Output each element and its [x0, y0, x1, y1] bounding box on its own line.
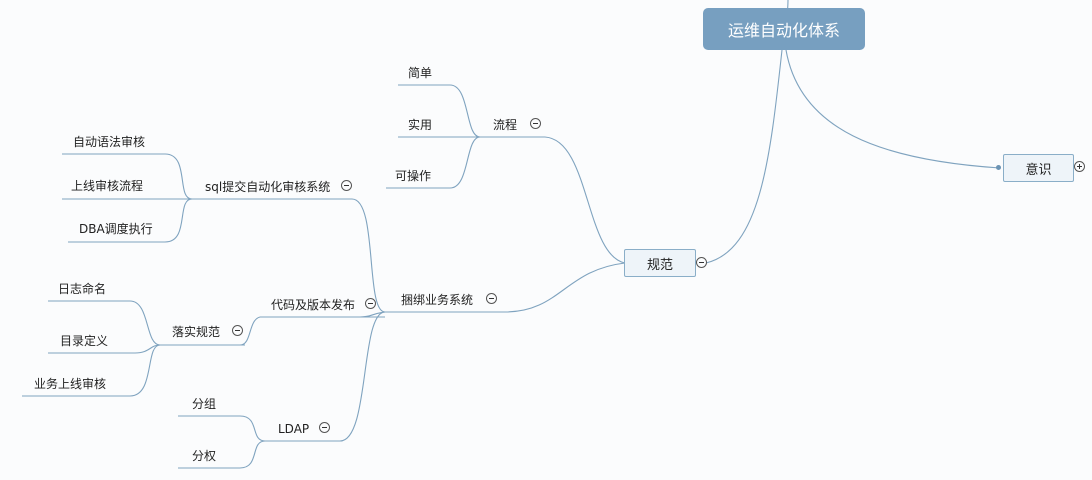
- connector-binding-sql: [351, 198, 386, 313]
- connector-standards-process: [544, 136, 626, 264]
- leaf-process-simple[interactable]: 简单: [408, 66, 433, 80]
- node-sql-audit[interactable]: sql提交自动化审核系统: [205, 180, 331, 194]
- connector-process-simple: [398, 84, 481, 138]
- leaf-ldap-auth[interactable]: 分权: [192, 449, 217, 463]
- node-standards-label: 规范: [646, 257, 673, 273]
- connector-standards-binding: [385, 262, 626, 313]
- leaf-implement-dir[interactable]: 目录定义: [60, 334, 109, 348]
- collapse-icon[interactable]: [486, 293, 497, 304]
- leaf-sql-syntax[interactable]: 自动语法审核: [73, 135, 146, 149]
- leaf-ldap-group[interactable]: 分组: [192, 397, 217, 411]
- node-ldap[interactable]: LDAP: [278, 422, 310, 436]
- connector-implement-launch: [22, 344, 161, 397]
- collapse-icon[interactable]: [696, 257, 707, 268]
- collapse-icon[interactable]: [530, 118, 541, 129]
- leaf-implement-launch[interactable]: 业务上线审核: [34, 377, 107, 391]
- collapse-icon[interactable]: [232, 325, 243, 336]
- node-standards[interactable]: 规范: [624, 249, 696, 277]
- leaf-sql-dba[interactable]: DBA调度执行: [79, 222, 153, 236]
- collapse-icon[interactable]: [365, 298, 376, 309]
- leaf-process-operable[interactable]: 可操作: [395, 169, 432, 183]
- collapse-icon[interactable]: [341, 180, 352, 191]
- connector-ldap-group: [178, 415, 266, 442]
- connector-root-awareness: [785, 49, 1001, 169]
- expand-icon[interactable]: [1074, 161, 1085, 172]
- connector-code-implement: [239, 316, 261, 346]
- leaf-process-practical[interactable]: 实用: [408, 118, 433, 132]
- connector-sql-syntax: [62, 153, 193, 200]
- connector-root-standards: [705, 49, 783, 264]
- root-label: 运维自动化体系: [727, 21, 840, 40]
- connector-implement-log: [48, 300, 161, 346]
- leaf-sql-process[interactable]: 上线审核流程: [71, 179, 144, 193]
- node-awareness-label: 意识: [1025, 162, 1052, 178]
- node-process[interactable]: 流程: [493, 118, 518, 132]
- connector-binding-ldap: [339, 311, 386, 442]
- connector-sql-dba: [68, 198, 193, 243]
- connector-endpoint-dot: [996, 165, 1001, 170]
- connector-ldap-auth: [178, 440, 266, 469]
- collapse-icon[interactable]: [319, 422, 330, 433]
- root-node[interactable]: 运维自动化体系: [703, 8, 865, 50]
- node-binding[interactable]: 捆绑业务系统: [401, 293, 474, 307]
- node-implement[interactable]: 落实规范: [172, 325, 221, 339]
- connector-process-operable: [386, 136, 481, 189]
- node-awareness[interactable]: 意识: [1003, 154, 1074, 182]
- node-code-release[interactable]: 代码及版本发布: [271, 298, 356, 312]
- leaf-implement-log[interactable]: 日志命名: [58, 282, 107, 296]
